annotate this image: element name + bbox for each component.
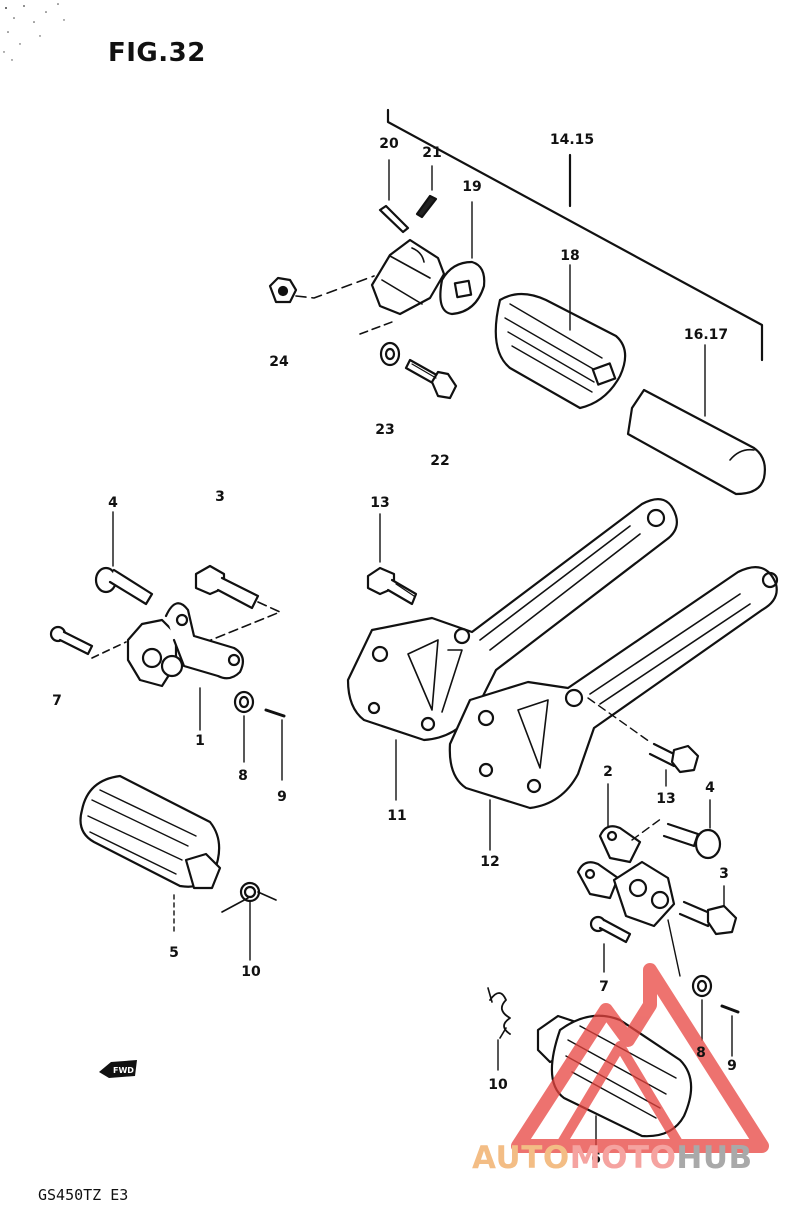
callout-13-top: 13 [370, 495, 390, 511]
callout-8-right: 8 [696, 1045, 706, 1061]
callout-22: 22 [430, 453, 450, 469]
plate-19 [439, 201, 486, 316]
bolt-13-top [366, 513, 418, 606]
pin-9-left [264, 708, 286, 781]
callout-1: 1 [195, 733, 205, 749]
callout-14-15: 14.15 [549, 132, 595, 148]
callout-4-right: 4 [705, 780, 715, 796]
callout-24: 24 [269, 354, 289, 370]
callout-18: 18 [560, 248, 580, 264]
callout-4-left: 4 [108, 495, 118, 511]
callout-20: 20 [379, 136, 399, 152]
callout-6: 6 [591, 1151, 601, 1167]
watermark-moto: MOTO [569, 1140, 677, 1176]
pin-7-left [49, 625, 127, 659]
callout-3-left: 3 [215, 489, 225, 505]
watermark-auto: AUTO [472, 1140, 570, 1176]
spring-10-left [221, 881, 277, 961]
watermark-logo-icon [511, 963, 769, 1153]
bolt-22 [404, 358, 458, 400]
callout-11: 11 [387, 808, 407, 824]
callout-21: 21 [422, 145, 442, 161]
callout-10-left: 10 [241, 964, 261, 980]
callout-13-right: 13 [656, 791, 676, 807]
callout-8-left: 8 [238, 768, 248, 784]
footrest-bracket-1 [126, 602, 245, 731]
model-code: GS450TZ E3 [38, 1186, 129, 1204]
watermark-text: AUTOMOTOHUB [472, 1140, 753, 1176]
pin-9-right [720, 1004, 740, 1057]
washer-23 [359, 321, 401, 367]
watermark-hub: HUB [676, 1140, 753, 1176]
forward-label: FWD [113, 1066, 134, 1075]
bolt-4-right [662, 799, 722, 860]
footrest-rubber-5 [79, 774, 222, 936]
callout-3-right: 3 [719, 866, 729, 882]
footrest-bracket-12 [448, 566, 779, 851]
bolt-3-right [678, 885, 738, 936]
nut-24 [268, 275, 375, 304]
footrest-bracket-11 [346, 498, 678, 801]
callout-9-left: 9 [277, 789, 287, 805]
callout-16-17: 16.17 [683, 327, 729, 343]
callout-9-right: 9 [727, 1058, 737, 1074]
callout-19: 19 [462, 179, 482, 195]
footrest-rubber-18 [494, 264, 627, 410]
callout-10-right: 10 [488, 1077, 508, 1093]
bolt-20 [378, 159, 410, 234]
assembly-14-15-bracket [386, 108, 764, 362]
footrest-bracket-2 [576, 783, 676, 928]
callout-12: 12 [480, 854, 500, 870]
callout-7-left: 7 [52, 693, 62, 709]
figure-title: FIG.32 [108, 38, 206, 68]
callout-5: 5 [169, 945, 179, 961]
washer-8-left [233, 690, 255, 763]
washer-8-right [691, 974, 713, 1041]
shaft-16-17 [626, 344, 766, 496]
footrest-bracket-top [370, 238, 446, 316]
callout-23: 23 [375, 422, 395, 438]
scan-speckles [3, 3, 65, 61]
bolt-4-left [94, 511, 154, 606]
spring-10-right [487, 987, 511, 1071]
pin-21 [415, 165, 438, 219]
callout-2: 2 [603, 764, 613, 780]
forward-arrow-icon: FWD [97, 1058, 139, 1080]
pin-7-right [589, 915, 681, 977]
bolt-3-left [194, 564, 281, 643]
callout-7-right: 7 [599, 979, 609, 995]
bolt-13-right [587, 697, 700, 787]
